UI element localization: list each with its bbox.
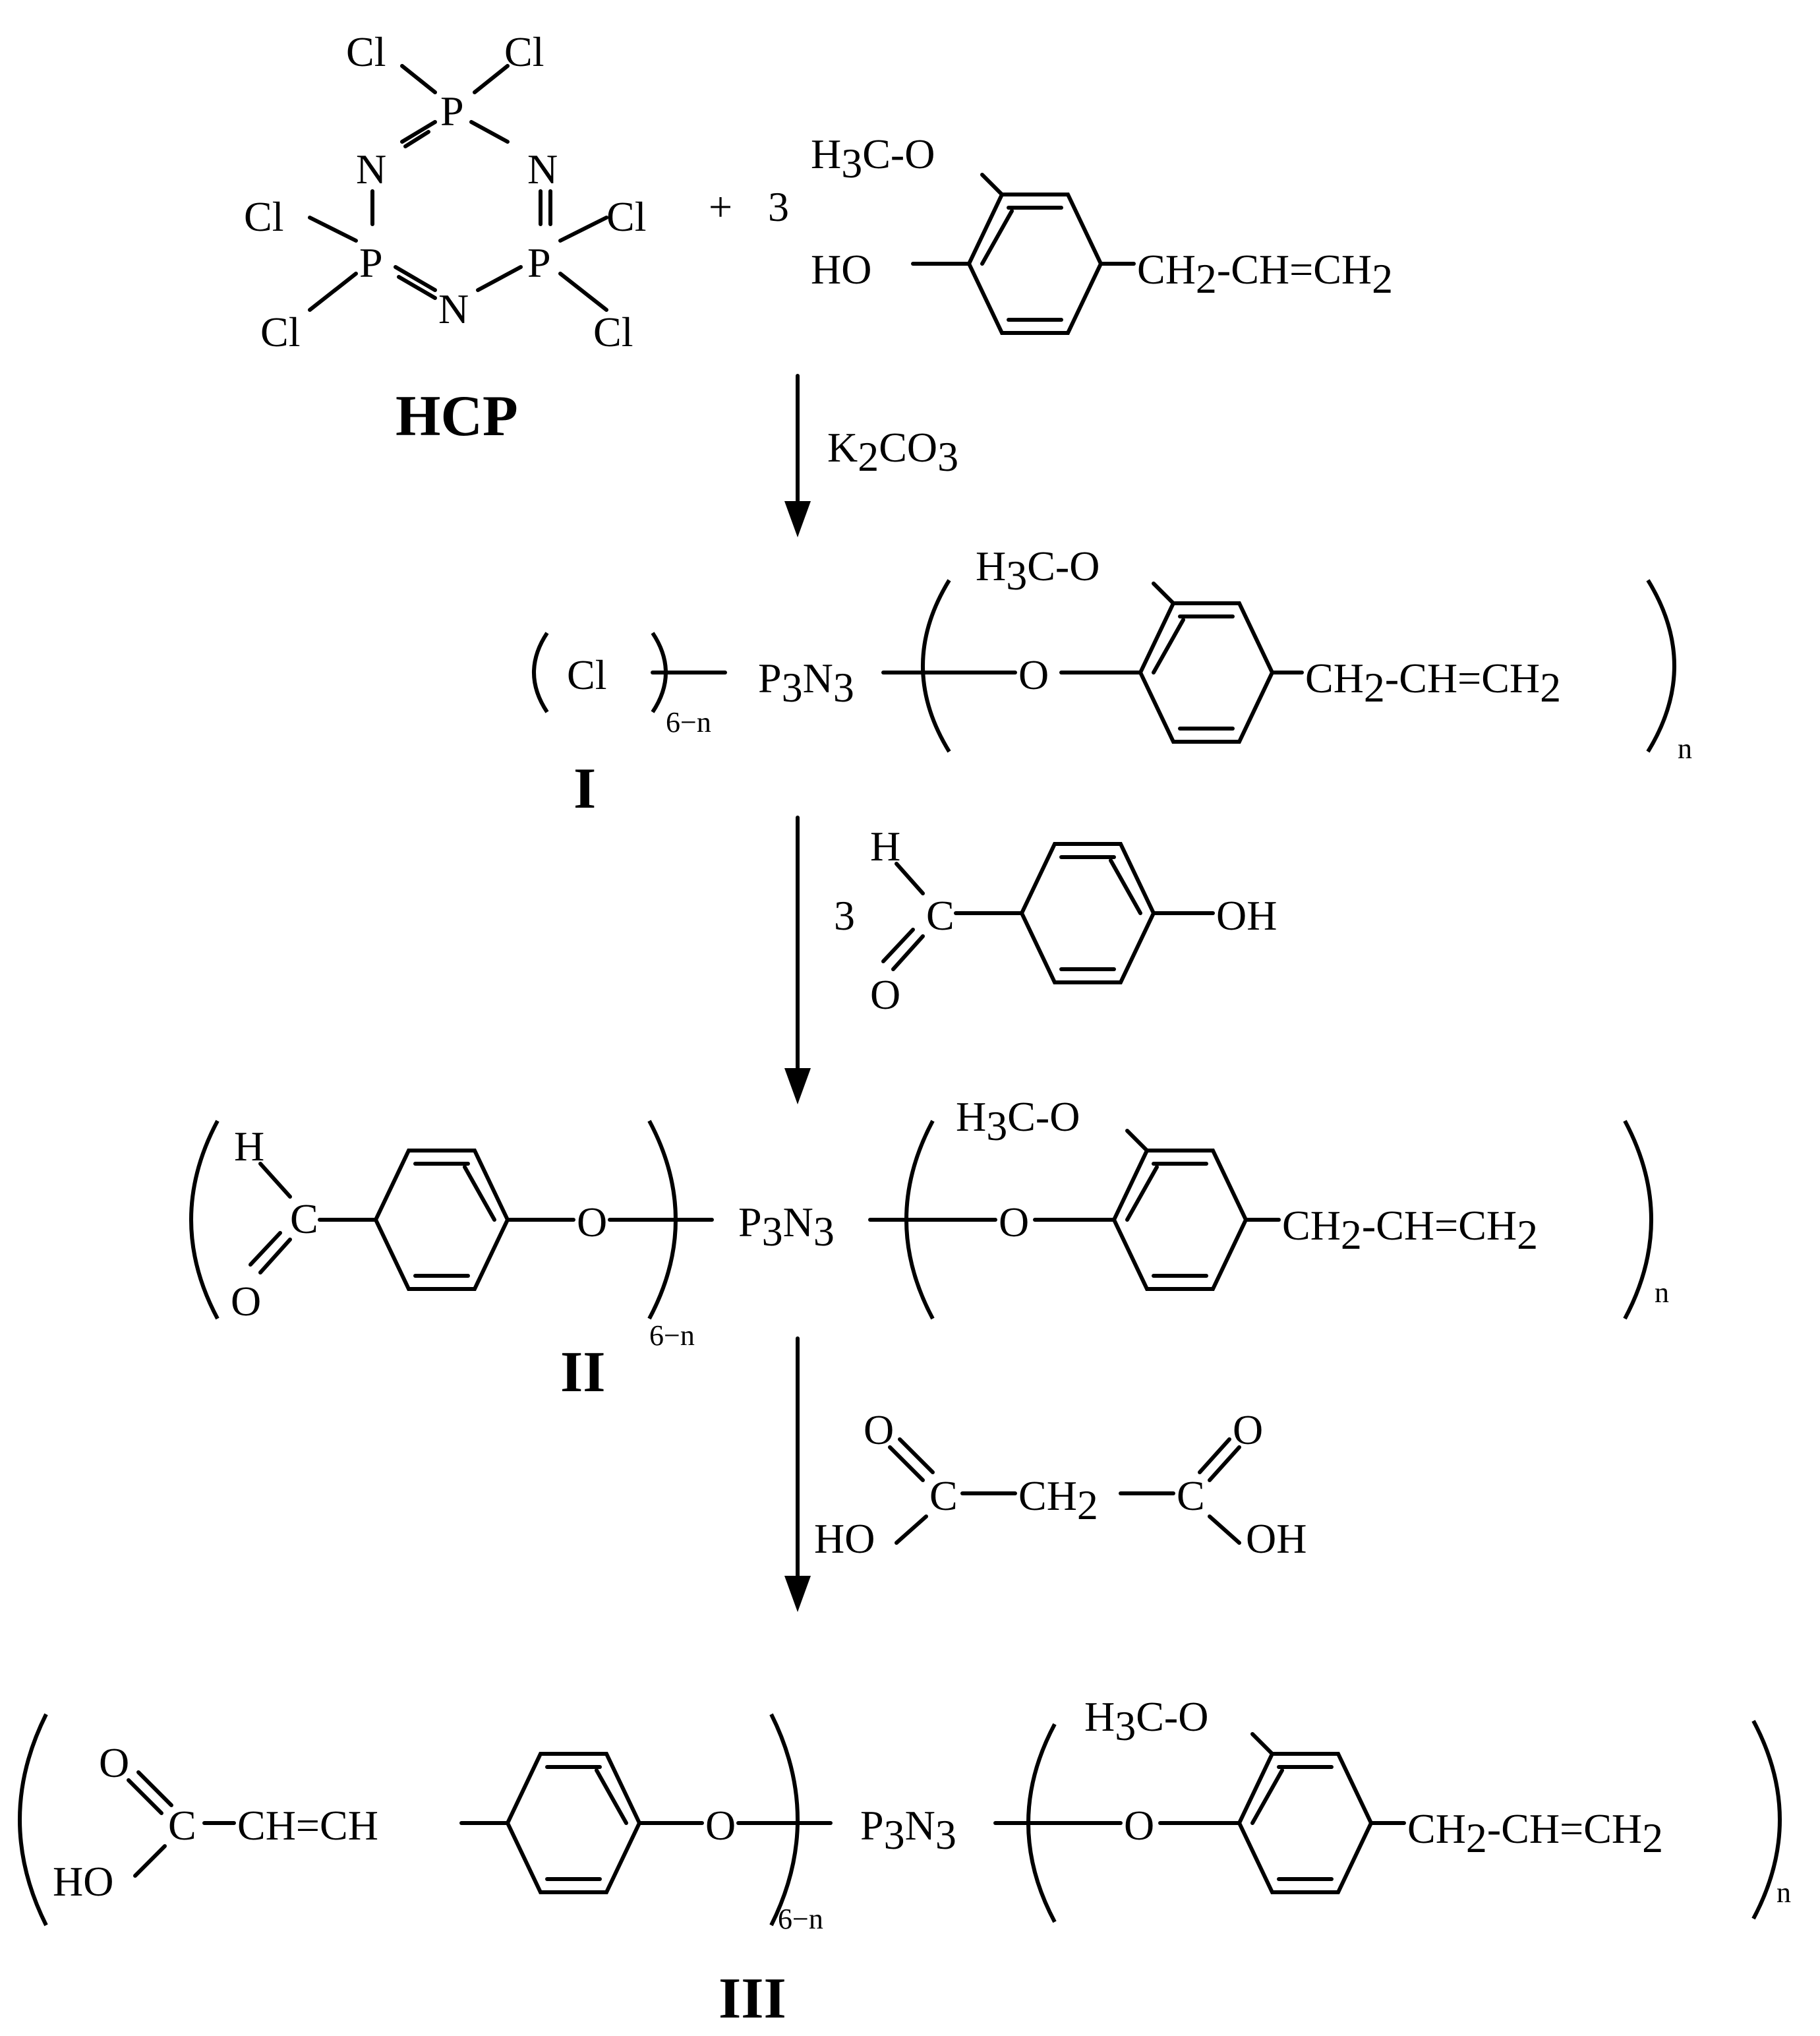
compound-ii-aldehyde-c: C <box>290 1195 318 1242</box>
compound-iii-carboxyl-c: C <box>168 1802 196 1849</box>
compound-ii-aldehyde-h: H <box>234 1123 264 1170</box>
compound-i-sub-left: 6−n <box>666 706 711 738</box>
step3-reagent: O C HO CH2 C O OH <box>814 1406 1306 1562</box>
compound-iii: O C HO CH=CH O 6−n P3N3 O H3C-O CH2-CH=C… <box>18 1693 1791 2031</box>
compound-ii-core: P3N3 <box>738 1199 835 1255</box>
hcp-cl-3: Cl <box>244 193 283 240</box>
compound-ii-methoxy: H3C-O <box>956 1093 1080 1149</box>
hcp-cl-6: Cl <box>593 309 633 355</box>
compound-iii-carbonyl-o: O <box>99 1739 129 1786</box>
hcp-p-1: P <box>440 88 464 135</box>
hcp-n-3: N <box>438 285 469 332</box>
compound-i-allyl: CH2-CH=CH2 <box>1305 655 1561 711</box>
compound-iii-ether-o-left: O <box>705 1802 736 1849</box>
step3-o-right: O <box>1233 1406 1263 1453</box>
compound-ii-aldehyde-o: O <box>231 1278 261 1325</box>
hcp-n-2: N <box>527 146 558 193</box>
step3-o-left: O <box>864 1406 894 1453</box>
hcp-p-3: P <box>527 239 551 286</box>
compound-iii-vinyl: CH=CH <box>237 1802 378 1849</box>
compound-iii-ether-o-right: O <box>1124 1802 1154 1849</box>
compound-iii-methoxy: H3C-O <box>1084 1693 1208 1749</box>
step2-hydroxy: OH <box>1216 892 1277 939</box>
hcp-cl-4: Cl <box>606 193 646 240</box>
compound-ii-ether-o-right: O <box>999 1199 1029 1245</box>
step1-reagent: K2CO3 <box>827 424 958 480</box>
compound-i-core: P3N3 <box>758 655 854 711</box>
hcp-cl-2: Cl <box>504 28 544 75</box>
compound-ii-ether-o-left: O <box>577 1199 607 1245</box>
compound-iii-carboxyl-ho: HO <box>53 1858 113 1905</box>
step2-reagent: 3 H C O OH <box>834 823 1277 1018</box>
step2-aldehyde-h: H <box>870 823 900 870</box>
compound-iii-core: P3N3 <box>860 1802 956 1858</box>
arrow-step-2 <box>784 816 811 1104</box>
compound-iii-label: III <box>719 1967 786 2031</box>
eugenol-hydroxy: HO <box>811 246 871 293</box>
hcp-structure: Cl Cl P N N Cl Cl P P N Cl Cl HCP <box>244 28 646 448</box>
step3-ho: HO <box>814 1515 875 1562</box>
step3-c-left: C <box>929 1472 958 1519</box>
eugenol-allyl: CH2-CH=CH2 <box>1137 246 1393 302</box>
reactant-coefficient: 3 <box>768 183 789 230</box>
compound-i-label: I <box>573 757 596 821</box>
step2-coefficient: 3 <box>834 892 855 939</box>
step2-aldehyde-o: O <box>870 971 900 1018</box>
compound-iii-sub-right: n <box>1776 1876 1791 1909</box>
hcp-n-1: N <box>356 146 386 193</box>
compound-i-methoxy: H3C-O <box>976 543 1100 599</box>
arrow-step-1 <box>784 374 811 537</box>
arrow-step-3 <box>784 1336 811 1612</box>
eugenol-structure: H3C-O HO CH2-CH=CH2 <box>811 131 1393 335</box>
step3-ch2: CH2 <box>1018 1472 1098 1528</box>
step2-aldehyde-c: C <box>926 892 954 939</box>
compound-i: Cl 6−n P3N3 O H3C-O CH2-CH=CH2 n I <box>532 543 1692 821</box>
compound-iii-allyl: CH2-CH=CH2 <box>1407 1805 1663 1861</box>
compound-iii-sub-left: 6−n <box>778 1903 823 1935</box>
compound-ii-allyl: CH2-CH=CH2 <box>1282 1202 1538 1258</box>
compound-ii-label: II <box>560 1340 606 1404</box>
step3-oh: OH <box>1246 1515 1306 1562</box>
compound-ii-sub-right: n <box>1655 1276 1669 1309</box>
hcp-p-2: P <box>359 239 383 286</box>
hcp-cl-1: Cl <box>346 28 386 75</box>
hcp-label: HCP <box>396 384 518 448</box>
compound-i-ether-o: O <box>1018 651 1049 698</box>
compound-i-sub-right: n <box>1678 733 1692 765</box>
compound-ii-sub-left: 6−n <box>649 1319 695 1352</box>
compound-i-chloro: Cl <box>567 651 606 698</box>
compound-ii: H C O O 6−n P3N3 O H3C-O CH2-CH=CH2 n II <box>189 1093 1669 1404</box>
step3-c-right: C <box>1177 1472 1205 1519</box>
hcp-cl-5: Cl <box>260 309 300 355</box>
eugenol-methoxy: H3C-O <box>811 131 935 187</box>
plus-sign: + <box>709 183 732 230</box>
